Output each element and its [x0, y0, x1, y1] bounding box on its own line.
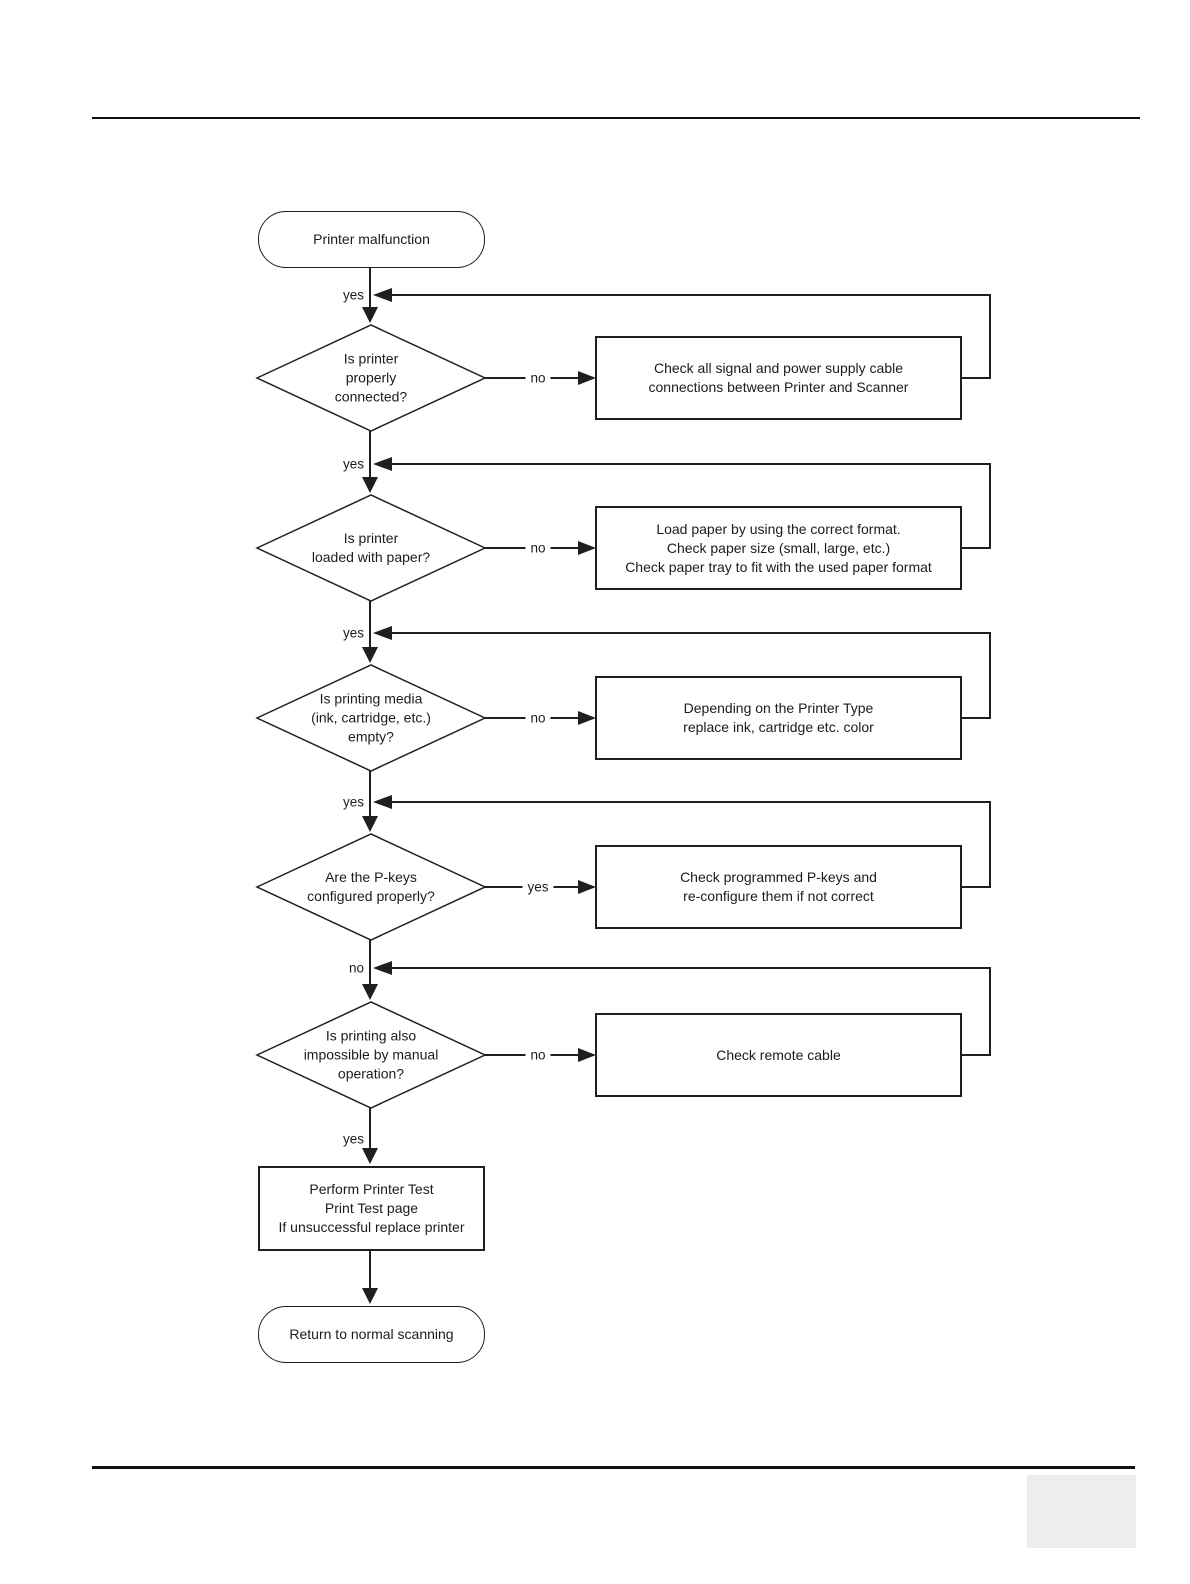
diamond-outline: [255, 324, 487, 432]
top-horizontal-rule: [92, 117, 1140, 119]
arrow-down-icon: [362, 477, 378, 493]
spine-label: yes: [342, 456, 364, 472]
start-terminal: Printer malfunction: [258, 211, 485, 268]
arrow-left-icon: [373, 626, 392, 640]
decision-diamonds: [255, 324, 487, 1109]
feedback-loops: [392, 294, 991, 1056]
decision-question: Are the P-keys configured properly?: [307, 869, 435, 904]
decision-question: Is printer properly connected?: [334, 350, 408, 405]
arrow-down-icon: [362, 816, 378, 832]
arrow-left-icon: [373, 457, 392, 471]
branch-label: no: [525, 540, 551, 556]
diamond-outline: [255, 494, 487, 602]
spine-label: yes: [342, 287, 364, 303]
arrow-right-icon: [578, 1048, 596, 1062]
diamond-outline: [255, 664, 487, 772]
branch-label: no: [525, 710, 551, 726]
action-box: Load paper by using the correct format. …: [595, 506, 962, 590]
process-box: Perform Printer Test Print Test page If …: [258, 1166, 485, 1251]
decision-question: Is printing media (ink, cartridge, etc.)…: [311, 690, 431, 745]
arrow-down-icon: [362, 647, 378, 663]
arrow-down-icon: [362, 307, 378, 323]
decision-question: Is printing also impossible by manual op…: [303, 1027, 439, 1082]
arrow-down-icon: [362, 1288, 378, 1304]
spine-label: no: [348, 960, 364, 976]
arrow-left-icon: [373, 795, 392, 809]
branch-label: no: [525, 1047, 551, 1063]
diamond-outline: [255, 833, 487, 941]
bottom-horizontal-rule: [92, 1466, 1135, 1469]
action-box: Depending on the Printer Type replace in…: [595, 676, 962, 760]
arrow-down-icon: [362, 1148, 378, 1164]
arrow-left-icon: [373, 288, 392, 302]
decision-question: Is printer loaded with paper?: [311, 530, 431, 565]
end-terminal: Return to normal scanning: [258, 1306, 485, 1363]
spine-label: yes: [342, 1131, 364, 1147]
arrow-right-icon: [578, 541, 596, 555]
diamond-outline: [255, 1001, 487, 1109]
branch-label: yes: [522, 879, 554, 895]
arrow-right-icon: [578, 880, 596, 894]
arrow-left-icon: [373, 961, 392, 975]
arrow-right-icon: [578, 371, 596, 385]
branch-label: no: [525, 370, 551, 386]
action-box: Check all signal and power supply cable …: [595, 336, 962, 420]
action-box: Check remote cable: [595, 1013, 962, 1097]
page-corner-box: [1027, 1475, 1136, 1548]
spine-label: yes: [342, 625, 364, 641]
spine-label: yes: [342, 794, 364, 810]
arrow-right-icon: [578, 711, 596, 725]
action-box: Check programmed P-keys and re-configure…: [595, 845, 962, 929]
arrowheads: [362, 288, 596, 1304]
arrow-down-icon: [362, 984, 378, 1000]
